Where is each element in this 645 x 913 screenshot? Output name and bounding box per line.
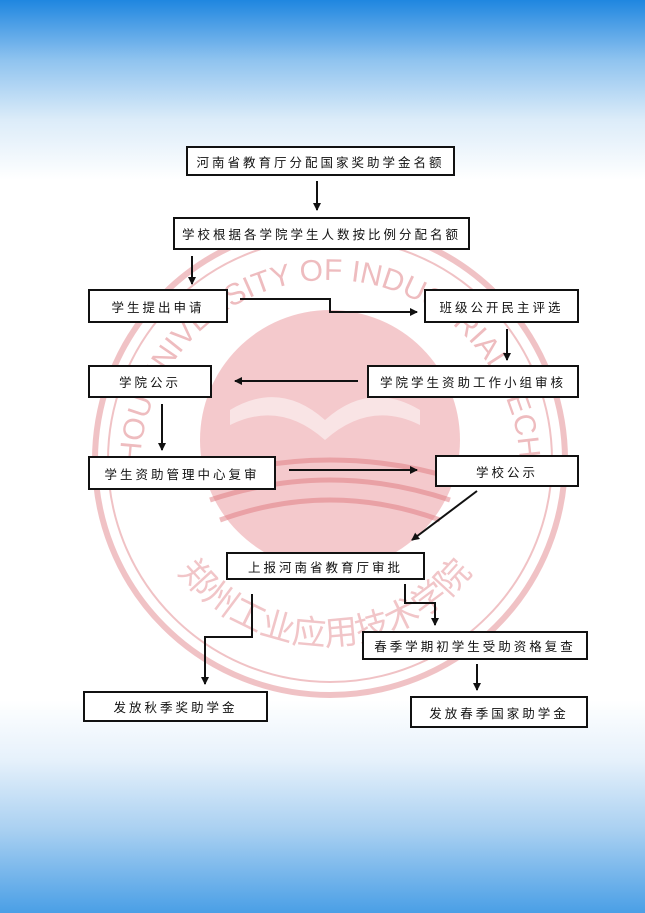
flow-node-class-selection: 班级公开民主评选 <box>424 289 579 323</box>
arrow-3-4 <box>240 298 418 316</box>
flow-node-school-publicity: 学校公示 <box>435 455 579 487</box>
flow-node-school-allocation: 学校根据各学院学生人数按比例分配名额 <box>173 217 470 250</box>
flow-node-province-allocation: 河南省教育厅分配国家奖助学金名额 <box>186 146 455 176</box>
flow-node-center-recheck: 学生资助管理中心复审 <box>88 456 276 490</box>
arrow-9-11 <box>201 594 253 685</box>
flow-node-college-publicity: 学院公示 <box>88 365 212 398</box>
flow-node-report-approval: 上报河南省教育厅审批 <box>226 552 425 580</box>
flow-node-autumn-payout: 发放秋季奖助学金 <box>83 691 268 722</box>
flow-node-spring-recheck: 春季学期初学生受助资格复查 <box>362 631 588 660</box>
flow-node-college-review: 学院学生资助工作小组审核 <box>367 365 579 398</box>
flow-node-spring-payout: 发放春季国家助学金 <box>410 696 588 728</box>
arrow-9-10 <box>404 584 439 626</box>
flow-node-student-application: 学生提出申请 <box>88 289 228 323</box>
arrow-8-9 <box>411 490 478 541</box>
